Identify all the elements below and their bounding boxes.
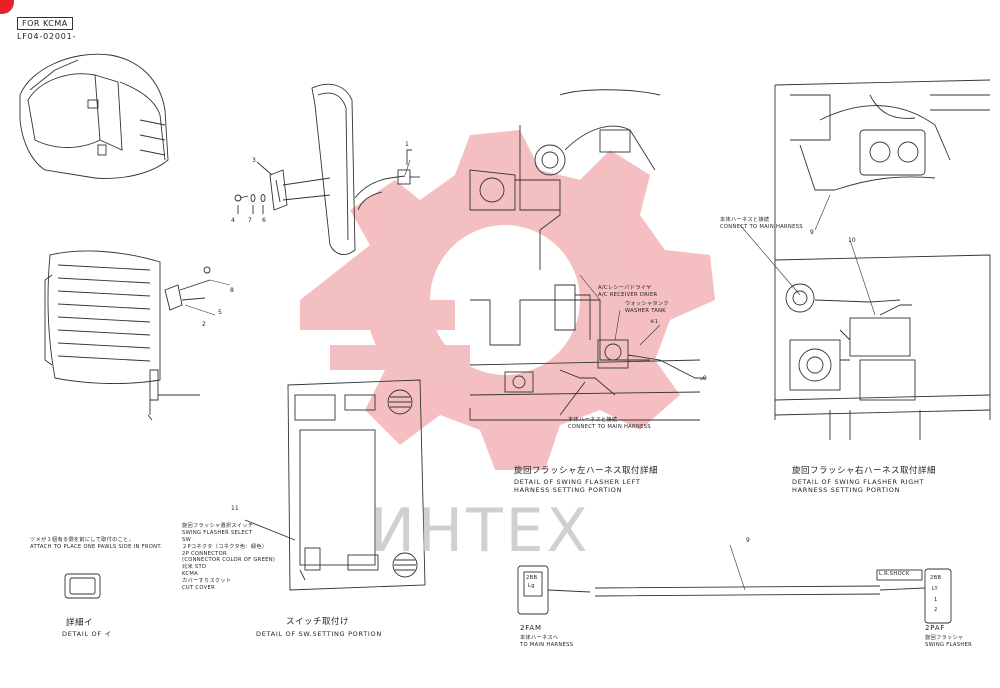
- attach-note-en: ATTACH TO PLACE ONE PAWLS SIDE IN FRONT.: [30, 544, 163, 550]
- connector-en-1: 2P CONNECTOR: [182, 551, 227, 557]
- switch-caption-jp: スイッチ取付け: [286, 617, 350, 627]
- right-connector-jp: 旋回フラッシャ: [925, 635, 964, 641]
- left-caption-en-2: HARNESS SETTING PORTION: [514, 486, 623, 494]
- connect-main-en: CONNECT TO MAIN HARNESS: [568, 424, 651, 430]
- left-caption-en-1: DETAIL OF SWING FLASHER LEFT: [514, 478, 641, 486]
- part-number-11: 11: [231, 505, 239, 512]
- connect-main-en-right: CONNECT TO MAIN HARNESS: [720, 224, 803, 230]
- cut-cover-jp: カバーすりスクット: [182, 578, 232, 584]
- right-connector-code: 2PAF: [925, 624, 946, 632]
- receiver-drier-en: A/C RECEIVER DRIER: [598, 292, 658, 298]
- part-number-9-harness: 9: [746, 537, 750, 544]
- kcma-label: KCMA: [182, 571, 198, 577]
- part-number-3: 3: [252, 157, 256, 164]
- switch-select-jp: 旋回フラッシャ選択スイッチ: [182, 523, 254, 529]
- switch-caption-en: DETAIL OF SW.SETTING PORTION: [256, 630, 382, 638]
- machine-cab-sketch: [19, 53, 169, 179]
- part-number-9-left: 9: [703, 375, 707, 382]
- star-note: ※1: [650, 319, 659, 325]
- connector-jp: ２Pコネクタ（コネクタ色：緑色）: [182, 544, 268, 550]
- switch-select-en: SWING FLASHER SELECT: [182, 530, 253, 536]
- std-label: 北米 STD: [182, 564, 207, 570]
- detail-i-part: [64, 573, 101, 599]
- left-caption-jp: 旋回フラッシャ左ハーネス取付詳細: [514, 466, 659, 476]
- detail-i-caption-en: DETAIL OF イ: [62, 630, 112, 638]
- part-number-7: 7: [248, 217, 252, 224]
- cut-cover-en: CUT COVER: [182, 585, 215, 591]
- part-number-10: 10: [848, 237, 856, 244]
- left-connector-en: TO MAIN HARNESS: [520, 642, 574, 648]
- part-number-4: 4: [231, 217, 235, 224]
- right-pin-2: LY: [932, 586, 938, 592]
- part-number-1: 1: [405, 141, 409, 148]
- right-caption-en-1: DETAIL OF SWING FLASHER RIGHT: [792, 478, 925, 486]
- lamp-bracket-assembly: [234, 83, 420, 256]
- part-number-8: 8: [230, 287, 234, 294]
- washer-tank-en: WASHER TANK: [625, 308, 667, 314]
- right-caption-en-2: HARNESS SETTING PORTION: [792, 486, 901, 494]
- left-connector-code: 2FAM: [520, 624, 542, 632]
- connect-main-jp: 本体ハーネスと接続: [568, 417, 618, 423]
- attach-note-jp: ツメが１個有る側を前にして取付のこと。: [30, 537, 135, 543]
- left-pin-2: Lg: [528, 583, 535, 589]
- receiver-drier-jp: A/Cレシーバドライヤ: [598, 285, 652, 291]
- right-harness-detail: [774, 79, 991, 440]
- watermark-text: ИНТЕХ: [370, 496, 591, 566]
- right-pin-1: 2BB: [930, 575, 942, 581]
- part-number-2: 2: [202, 321, 206, 328]
- serial-number: LF04-02001-: [17, 32, 77, 41]
- harness-cable: [517, 565, 952, 624]
- left-connector-jp: 本体ハーネスへ: [520, 635, 559, 641]
- harness-tape-label: L.R.SHOCK: [879, 571, 910, 577]
- leader-lines: [184, 159, 876, 591]
- right-pin-3: 1: [934, 597, 938, 603]
- connect-main-jp-right: 本体ハーネスと接続: [720, 217, 770, 223]
- switch-panel: [244, 379, 426, 591]
- left-pin-1: 2BB: [526, 575, 538, 581]
- connector-en-2: (CONNECTOR COLOR OF GREEN): [182, 557, 276, 563]
- gear-watermark-icon: [300, 130, 715, 470]
- part-number-9-right: 9: [810, 229, 814, 236]
- washer-tank-jp: ウォッシャタンク: [625, 301, 669, 307]
- part-number-5: 5: [218, 309, 222, 316]
- detail-i-caption-jp: 詳細イ: [66, 618, 94, 628]
- left-harness-detail: [469, 89, 705, 421]
- right-connector-en: SWING FLASHER: [925, 642, 973, 648]
- switch-sw-label: SW: [182, 537, 192, 543]
- part-number-6: 6: [262, 217, 266, 224]
- right-pin-4: 2: [934, 607, 938, 613]
- grille-panel: [44, 250, 211, 421]
- model-tag: FOR KCMA: [17, 17, 73, 30]
- right-caption-jp: 旋回フラッシャ右ハーネス取付詳細: [792, 466, 937, 476]
